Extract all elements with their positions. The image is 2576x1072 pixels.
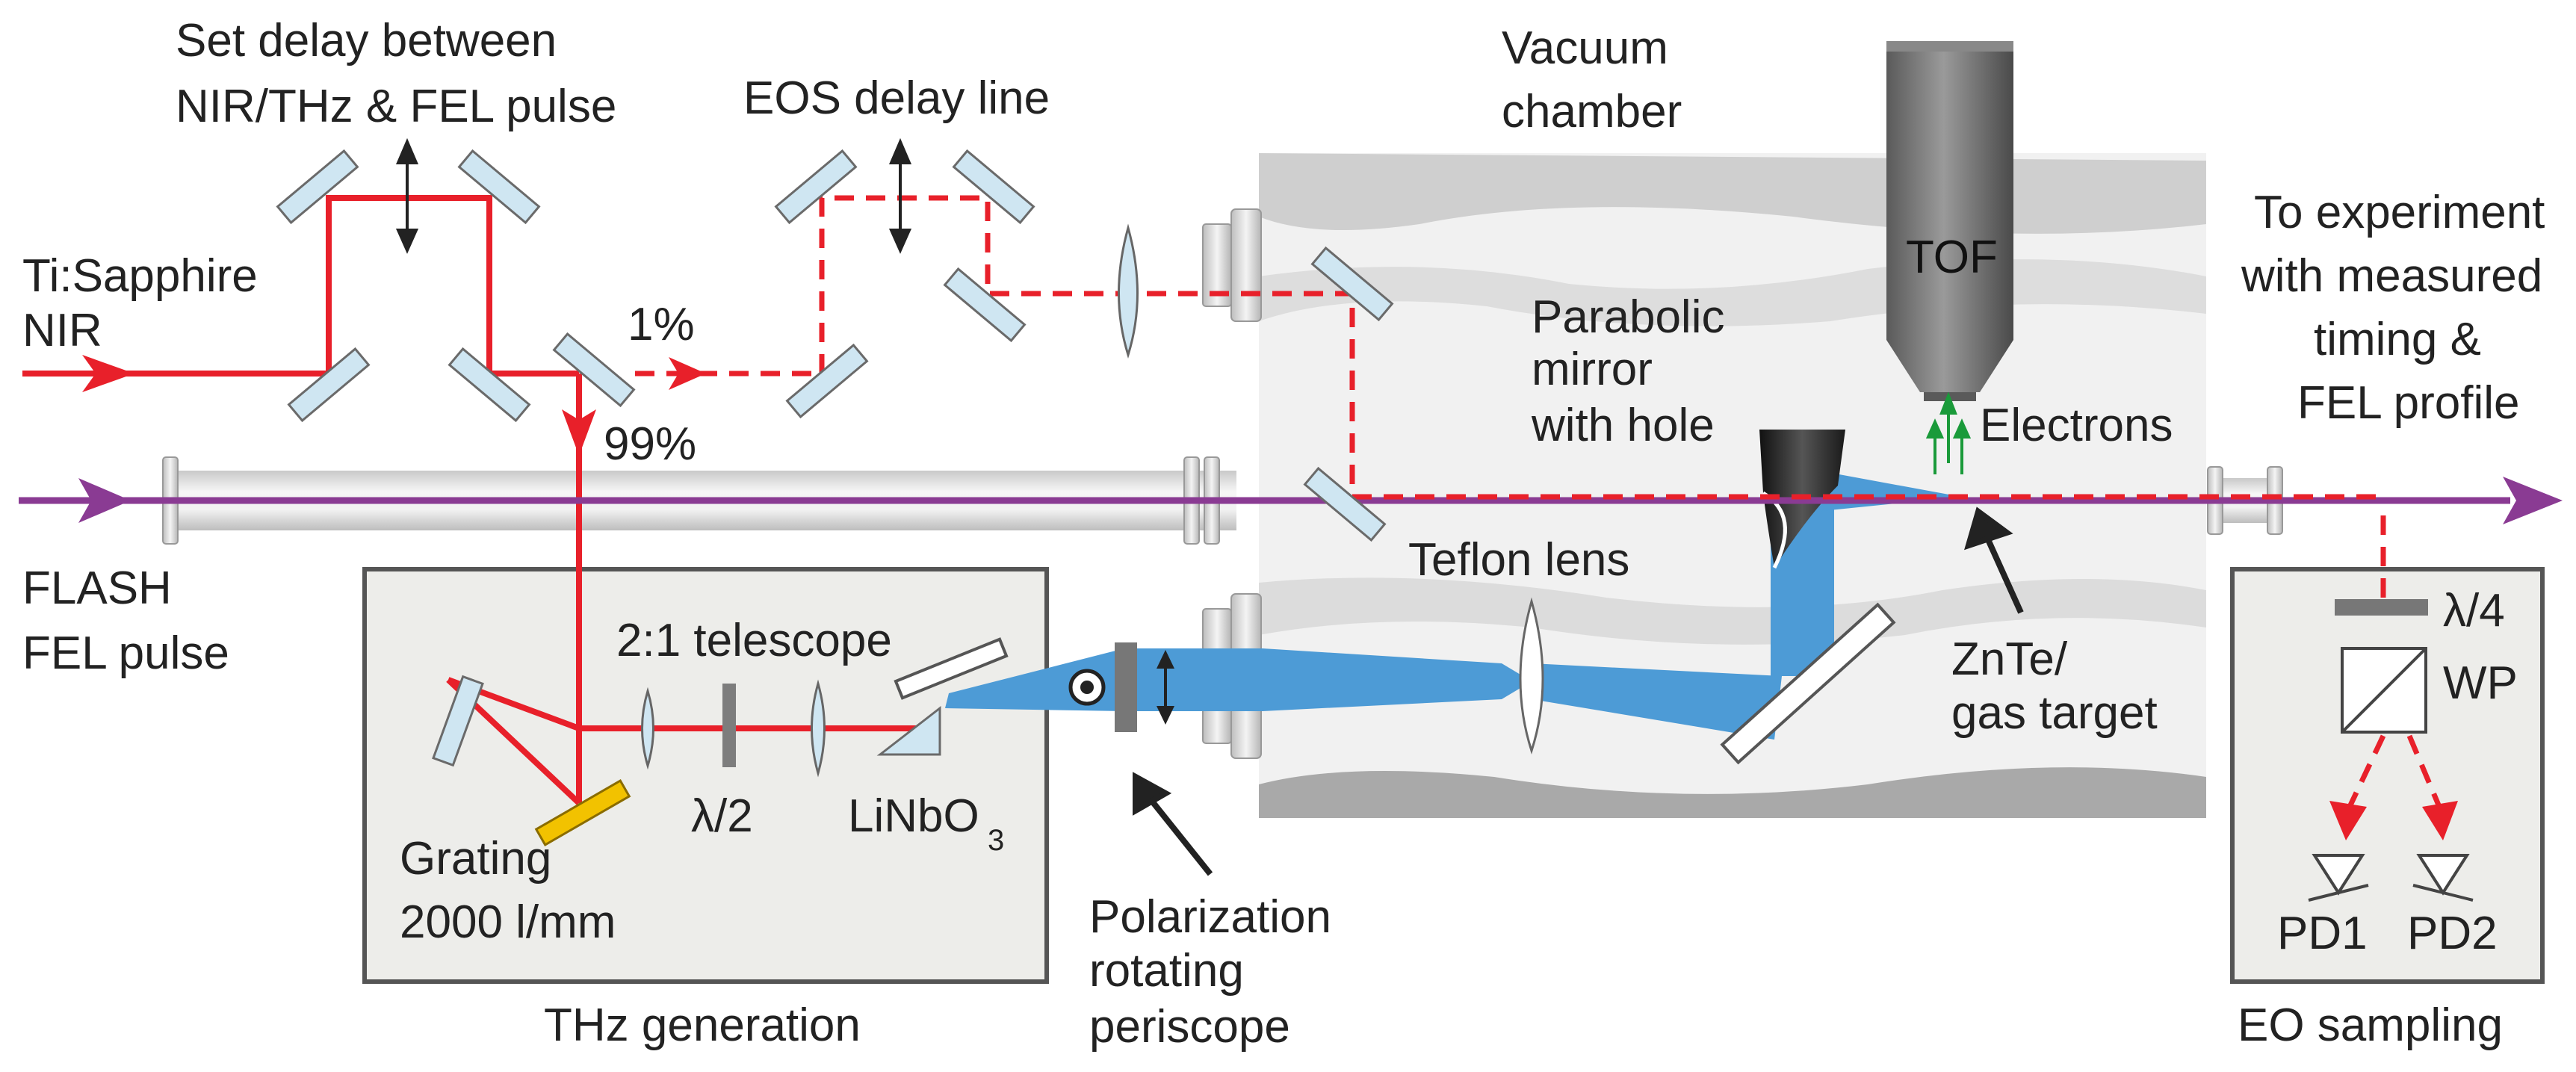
fel-beam [19,477,2563,524]
lenses [641,223,1544,778]
label-to-experiment-1: To experiment [2254,187,2545,238]
label-set-delay-2: NIR/THz & FEL pulse [176,81,616,132]
labels: Set delay between NIR/THz & FEL pulse EO… [22,15,2545,1053]
label-parabolic-1: Parabolic [1532,291,1724,343]
nir-beam [22,195,923,805]
label-to-experiment-4: FEL profile [2297,377,2520,429]
label-wp: WP [2443,657,2518,709]
label-parabolic-2: mirror [1532,344,1653,395]
label-polarization-2: rotating [1089,945,1244,997]
mirrors [276,149,1394,767]
linbo3-crystal [876,705,941,756]
label-pd2: PD2 [2407,908,2498,959]
label-eos-delay: EOS delay line [743,72,1050,124]
delay-arrows [395,137,912,254]
nir-99-arrow [562,409,596,456]
tof-detector [1886,41,2013,401]
label-set-delay-1: Set delay between [176,15,557,66]
label-tof: TOF [1906,232,1998,283]
periscope [1068,642,1174,732]
electrons-arrows [1925,391,1972,474]
label-thz-generation: THz generation [544,1000,861,1051]
label-telescope: 2:1 telescope [616,615,892,666]
label-vacuum-2: chamber [1502,86,1682,137]
label-polarization-1: Polarization [1089,891,1331,943]
one-percent-arrow [669,357,706,390]
label-grating-2: 2000 l/mm [400,896,616,948]
label-flash-2: FEL pulse [22,628,229,679]
label-polarization-3: periscope [1089,1001,1290,1053]
nir-input-arrow [82,355,134,392]
label-grating-1: Grating [400,833,551,884]
label-99-percent: 99% [604,418,696,470]
label-one-percent: 1% [628,299,695,350]
label-pd1: PD1 [2277,908,2368,959]
wollaston-prism [2341,647,2427,734]
thz-steering-mirror [894,637,1009,700]
label-ti-sapphire-1: Ti:Sapphire [22,250,258,302]
grating [534,779,631,846]
label-lambda-quarter: λ/4 [2443,585,2505,636]
label-to-experiment-2: with measured [2241,250,2542,302]
chamber-mirror [1720,602,1896,765]
photodiode-pd1 [2308,854,2369,902]
thz-generation-box [362,567,1049,984]
pointer-arrows [1133,506,2024,876]
label-to-experiment-3: timing & [2314,314,2481,365]
label-linbo3: LiNbO [848,790,979,842]
label-lambda-half: λ/2 [691,790,753,842]
pd2-arrow [2422,801,2458,840]
label-teflon-lens: Teflon lens [1408,534,1629,586]
half-waveplate [722,684,736,767]
label-parabolic-3: with hole [1531,400,1715,451]
eo-sampling-box [2230,567,2545,984]
pd1-arrow [2329,801,2367,840]
label-linbo3-sub: 3 [988,824,1004,857]
photodiode-pd2 [2412,854,2474,902]
label-ti-sapphire-2: NIR [22,305,102,356]
quarter-waveplate [2335,599,2428,616]
label-eo-sampling: EO sampling [2238,1000,2503,1051]
label-vacuum-1: Vacuum [1502,22,1668,74]
label-znte-2: gas target [1951,687,2158,739]
label-electrons: Electrons [1980,400,2173,451]
label-znte-1: ZnTe/ [1951,633,2068,685]
label-flash-1: FLASH [22,563,172,614]
